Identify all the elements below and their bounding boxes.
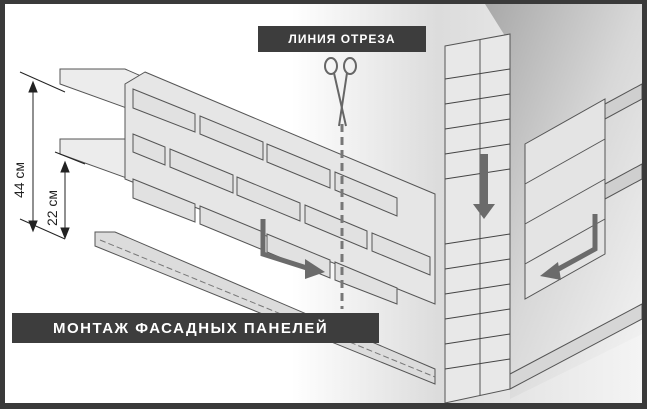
scissors-icon: [324, 57, 357, 127]
diagram-canvas: 44 см 22 см ЛИНИЯ ОТРЕЗА МОНТАЖ ФАСАДНЫХ…: [5, 4, 642, 403]
dimension-22cm: 22 см: [44, 189, 61, 227]
arrow-down-left-icon: [551, 214, 598, 275]
corner-element: [444, 33, 511, 403]
side-panel: [509, 83, 642, 390]
cut-line-label: ЛИНИЯ ОТРЕЗА: [258, 26, 426, 52]
facade-illustration: [5, 4, 642, 403]
diagram-title: МОНТАЖ ФАСАДНЫХ ПАНЕЛЕЙ: [12, 313, 379, 343]
dimension-44cm: 44 см: [11, 161, 28, 199]
arrow-down-icon: [480, 154, 488, 209]
dimension-lines: [19, 71, 86, 240]
arrow-down-right-icon: [260, 219, 311, 272]
brick-panel: [124, 71, 436, 305]
